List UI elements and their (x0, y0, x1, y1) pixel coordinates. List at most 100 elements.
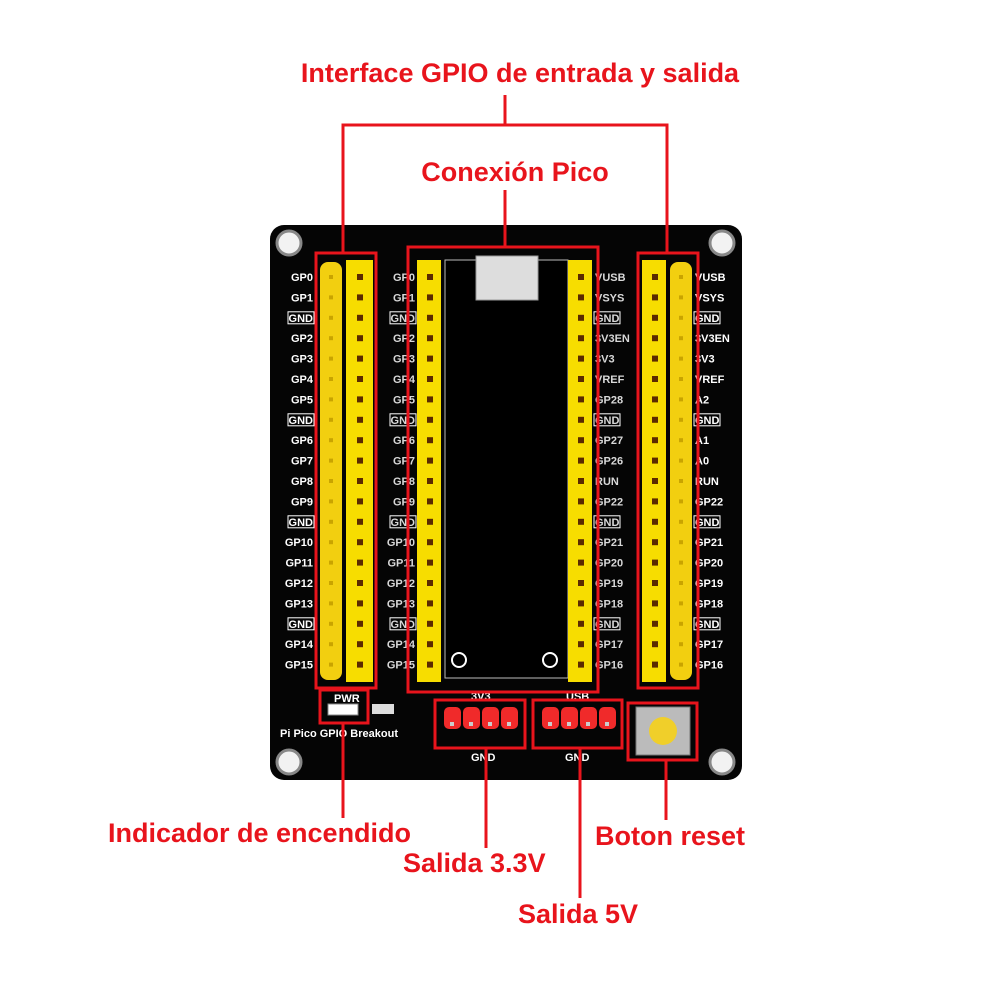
pin-label: GP6 (291, 435, 313, 447)
header-socket (652, 620, 658, 627)
pin-label: GP15 (387, 660, 415, 672)
pin-label: GP14 (285, 639, 314, 651)
header-socket (652, 478, 658, 484)
pin-label: GND (289, 517, 314, 529)
header-pin (679, 662, 683, 667)
pin-label: GP2 (393, 333, 415, 345)
left-gpio-box (314, 251, 378, 690)
power-header-pin (482, 707, 499, 729)
header-socket (357, 457, 363, 464)
header-socket (427, 274, 433, 280)
pin-label: GP4 (393, 374, 416, 386)
header-socket (578, 416, 584, 423)
power-header-pin-tip (488, 722, 492, 726)
power-header-pin-tip (586, 722, 590, 726)
header-socket (427, 355, 433, 362)
header-pin (679, 397, 683, 402)
header-socket (652, 539, 658, 546)
header-socket (652, 600, 658, 607)
5v-box (531, 698, 624, 750)
pin-label: GP17 (695, 639, 723, 651)
pin-label: GP9 (393, 496, 415, 508)
pin-label: RUN (695, 476, 719, 488)
gnd-label-frame (389, 413, 417, 427)
header-pin (329, 662, 333, 667)
pin-label: GND (391, 517, 416, 529)
header-socket (578, 620, 584, 627)
header-socket (427, 437, 433, 444)
header-socket (427, 335, 433, 342)
header-pin (679, 519, 683, 524)
mounting-holes (275, 229, 736, 776)
annotation-output-5v: Salida 5V (518, 899, 638, 929)
header-socket (357, 416, 363, 423)
header-socket (357, 620, 363, 627)
pin-label: GND (289, 313, 314, 325)
header-pin (679, 356, 683, 361)
gnd-label-frame (593, 413, 621, 427)
header-pin (679, 377, 683, 381)
gnd-label-frame (287, 617, 315, 631)
pin-label: GP19 (695, 578, 723, 590)
header-socket (578, 498, 584, 505)
header-socket (427, 498, 433, 505)
power-header-pin (542, 707, 559, 729)
pico-hole (451, 652, 467, 668)
pin-label: GP4 (291, 374, 314, 386)
pwr-label: PWR (334, 693, 360, 705)
pin-label: GP6 (393, 435, 415, 447)
reset-button[interactable] (635, 706, 691, 756)
pin-label: GP9 (291, 496, 313, 508)
header-socket (578, 437, 584, 444)
power-header-pin-tip (548, 722, 552, 726)
gnd-label-frame (389, 617, 417, 631)
pin-label: GP10 (387, 537, 415, 549)
header-socket (357, 498, 363, 505)
header-pin (679, 295, 683, 300)
pin-label: GP7 (393, 456, 415, 468)
header-socket (427, 620, 433, 627)
header-socket (427, 539, 433, 546)
pin-label: GP3 (393, 354, 415, 366)
pin-label: GP10 (285, 537, 313, 549)
header-socket (652, 518, 658, 525)
annotation-reset-button: Boton reset (595, 821, 745, 851)
pin-label: GP22 (695, 496, 723, 508)
header-socket (578, 294, 584, 301)
pin-label: GND (595, 415, 620, 427)
gnd-label-frame (287, 515, 315, 529)
header-pin (329, 315, 333, 320)
header-socket (652, 314, 658, 321)
pin-label: GP20 (595, 558, 623, 570)
header-socket (357, 274, 363, 280)
header-socket (357, 396, 363, 403)
header-socket (652, 355, 658, 362)
header-pin (329, 458, 333, 463)
gnd-label-frame (287, 413, 315, 427)
pin-label: GP27 (595, 435, 623, 447)
header-socket (578, 335, 584, 342)
leader-lines (341, 95, 669, 898)
header-pin (679, 581, 683, 585)
header-pin (329, 601, 333, 606)
header-socket (652, 376, 658, 382)
header-socket (578, 457, 584, 464)
pin-label: GND (391, 619, 416, 631)
header-socket (652, 559, 658, 566)
header-pin (679, 499, 683, 504)
header-pin (679, 438, 683, 443)
header-socket (357, 580, 363, 586)
header-pin (679, 458, 683, 463)
header-pin (329, 275, 333, 279)
power-header-pin (561, 707, 578, 729)
pin-label: GND (695, 313, 720, 325)
pin-label: GP15 (285, 660, 313, 672)
header-socket (427, 559, 433, 566)
pin-label: GP20 (695, 558, 723, 570)
header-pin (329, 397, 333, 402)
pin-label: GP8 (393, 476, 415, 488)
pin-label: GP14 (387, 639, 416, 651)
header-pin (679, 479, 683, 483)
pin-label: GP1 (393, 292, 415, 304)
pin-label: GND (695, 619, 720, 631)
